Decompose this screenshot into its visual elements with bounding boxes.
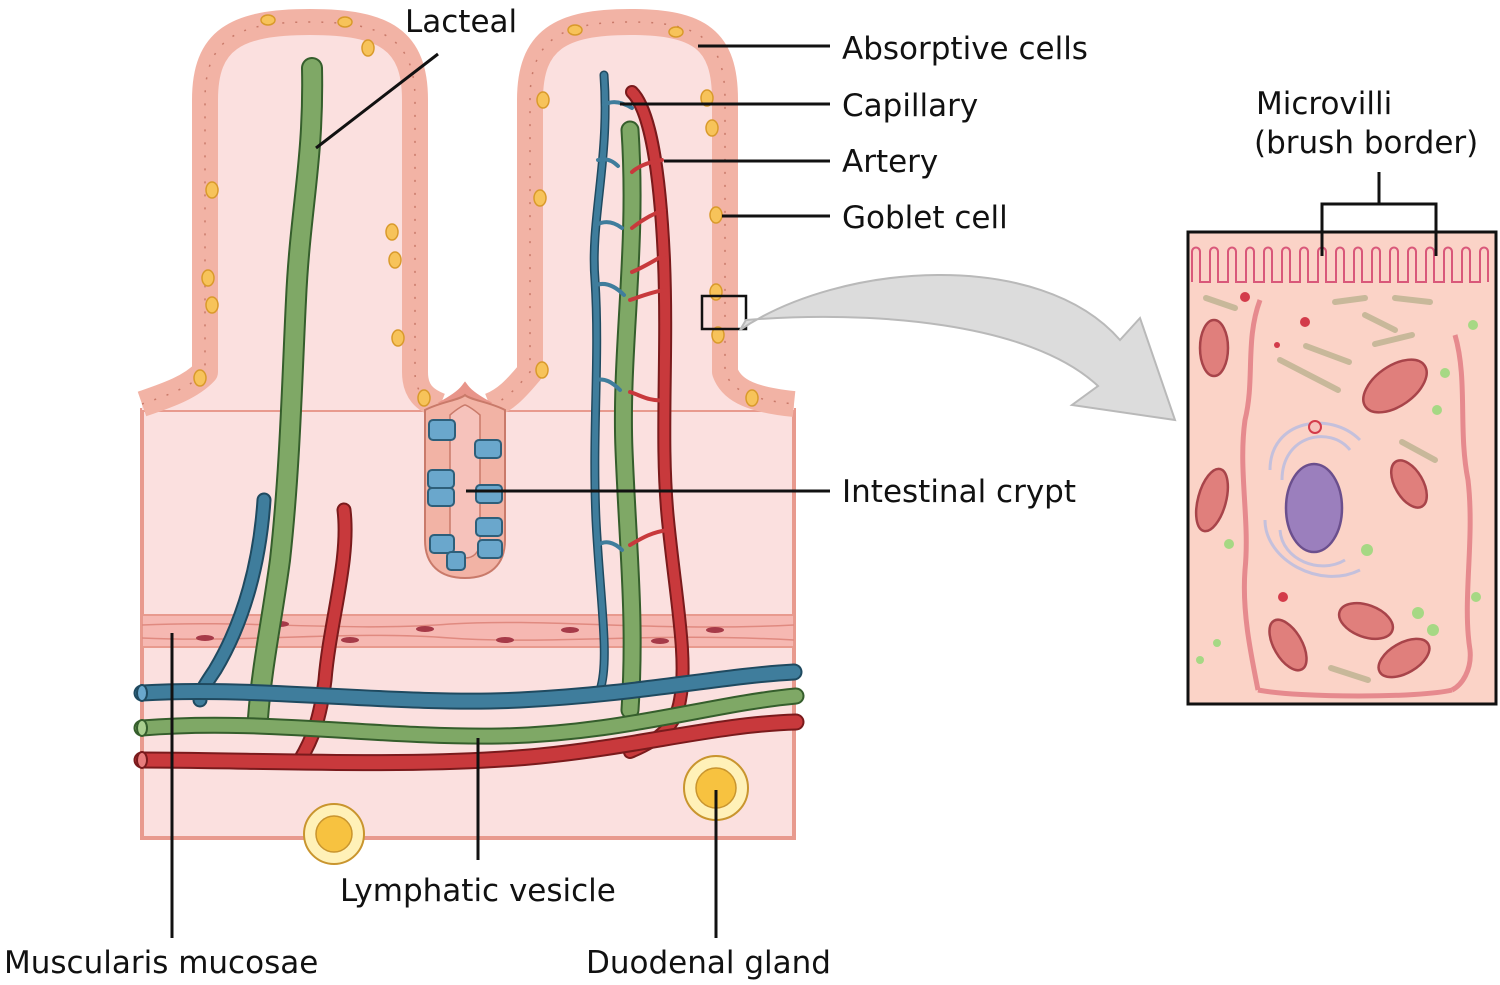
horizontal-vein	[133, 663, 803, 710]
microvilli	[1191, 246, 1489, 283]
cytoskeleton-rods	[1203, 295, 1438, 683]
label-brush-border: (brush border)	[1254, 125, 1478, 161]
label-goblet-cell: Goblet cell	[842, 200, 1008, 236]
vesicles	[1196, 292, 1481, 664]
cell-membranes	[1240, 299, 1473, 699]
cell-inset	[1186, 230, 1498, 706]
label-lacteal: Lacteal	[405, 4, 517, 40]
mitochondria	[1194, 318, 1431, 679]
nucleus	[1284, 462, 1344, 554]
leader-lines	[170, 44, 1438, 938]
label-muscularis-mucosae: Muscularis mucosae	[4, 945, 318, 981]
label-duodenal-gland: Duodenal gland	[586, 945, 831, 981]
golgi-and-er	[1263, 421, 1362, 578]
label-microvilli: Microvilli	[1256, 86, 1392, 122]
label-intestinal-crypt: Intestinal crypt	[842, 474, 1076, 510]
label-artery: Artery	[842, 144, 938, 180]
zoom-arrow	[739, 274, 1177, 422]
lacteal-right	[613, 120, 642, 720]
vessel-ends	[136, 684, 148, 769]
inset-border	[1186, 230, 1498, 706]
goblet-cells	[193, 14, 759, 407]
label-capillary: Capillary	[842, 88, 978, 124]
horizontal-lymphatic	[133, 687, 805, 745]
labels: Lacteal Absorptive cells Capillary Arter…	[4, 4, 1478, 981]
horizontal-artery	[133, 713, 805, 772]
duodenal-gland-bottom-left	[303, 803, 365, 865]
crypt-stem-cells	[427, 419, 503, 571]
label-lymphatic-vesicle: Lymphatic vesicle	[340, 873, 616, 909]
zoom-box	[700, 294, 748, 331]
lacteal-left	[247, 57, 324, 729]
label-absorptive-cells: Absorptive cells	[842, 31, 1088, 67]
artery-right	[623, 85, 690, 759]
capillary-network	[589, 70, 634, 695]
intestinal-crypt	[424, 381, 506, 580]
duodenal-gland-right	[683, 755, 749, 821]
